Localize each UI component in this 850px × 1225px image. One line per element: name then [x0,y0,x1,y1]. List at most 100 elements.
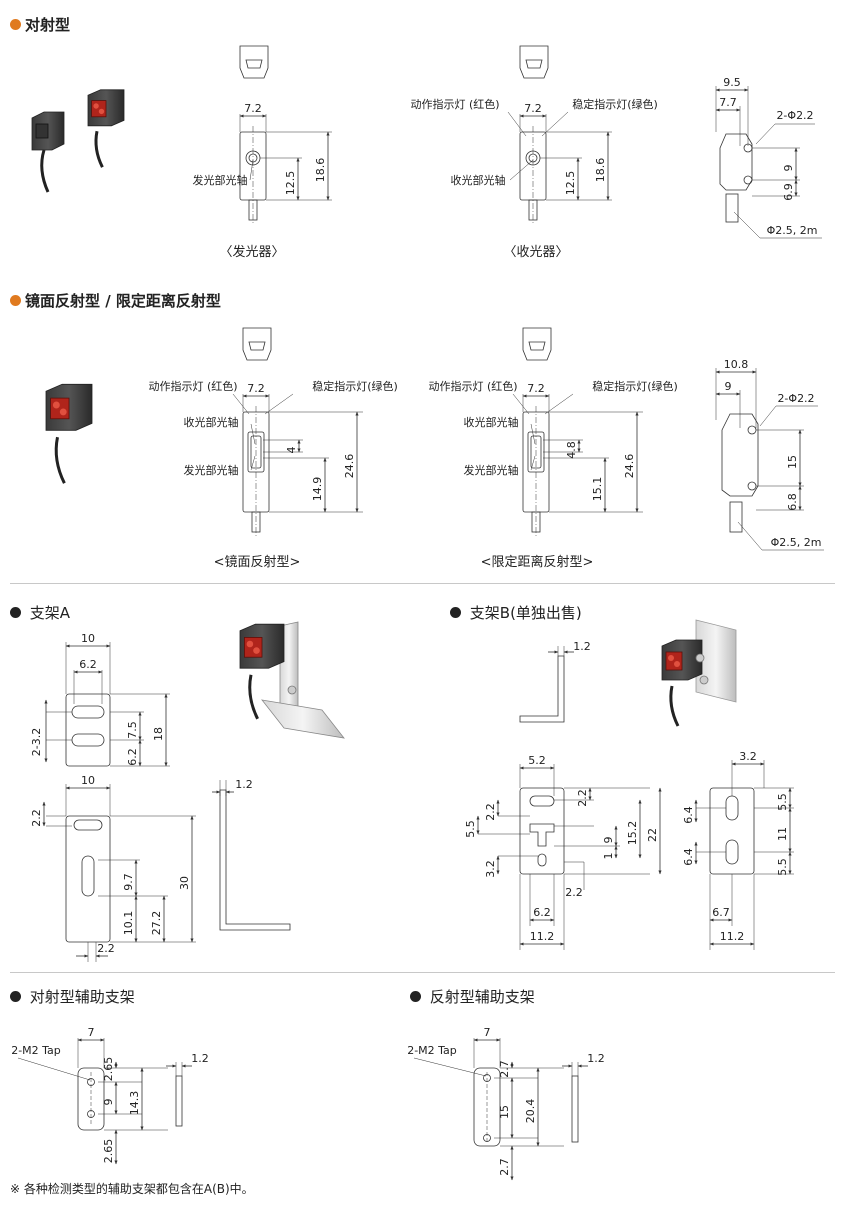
reflective-photo-lens-spot [52,401,60,409]
bracket-a-front-plate [65,815,111,943]
dim-label: 6.4 [682,848,695,866]
dim-label: 9 [782,165,795,172]
limited-window-inner [530,435,542,469]
leader-line [733,211,761,239]
mirror-window-inner [250,435,262,469]
dim-label: 11 [776,827,789,841]
emitter-lens-inner [248,153,258,163]
dim-label: 5.2 [528,754,546,767]
aux-through-bracket-side [175,1075,183,1127]
dim-label: 7.2 [244,102,262,115]
dim-label: 20.4 [524,1099,537,1124]
dim-label: 15.2 [626,821,639,846]
receiver-lens-inner [528,153,538,163]
dim-label: 18.6 [314,158,327,183]
label-cable: Φ2.5, 2m [771,536,822,549]
dim-label: 24.6 [343,454,356,479]
dim-label: 14.9 [311,477,324,502]
bullet-icon [10,991,21,1002]
bracket-a-slot [71,705,105,719]
reflective-photo-lens-spot [59,408,67,416]
receiver-photo-lens-spot [93,103,99,109]
bracket-a-photo-base [261,699,345,739]
dim-label: 9 [102,1099,115,1106]
dim-label: 15 [786,455,799,469]
bracket-b-slot [529,795,555,807]
leader-line [250,455,256,471]
bracket-a-photo-sensor-cable [248,674,259,720]
footnote: ※ 各种检测类型的辅助支架都包含在A(B)中。 [10,1182,254,1196]
aux-reflective-bracket [473,1067,501,1147]
leader-line [264,393,294,415]
dim-label: 11.2 [530,930,555,943]
mirror-label-recv-axis: 收光部光轴 [184,415,239,429]
dim-label: 10 [81,774,95,787]
bracket-b-photo-sensor-lens-spot [668,655,674,661]
emitter-cable [40,149,50,193]
dim-label: 1 [602,853,615,860]
section-bracket-b: 支架B(单独出售) [450,602,582,623]
limited-label-recv-axis: 收光部光轴 [464,415,519,429]
section-reflective: 镜面反射型 / 限定距离反射型 [10,290,221,311]
dim-label: 2.65 [102,1057,115,1082]
aux-through-bracket [77,1067,105,1131]
bracket-a-slot [73,819,103,831]
dim-label: 10.1 [122,911,135,936]
dim-label: 9 [725,380,732,393]
leader-line [413,1057,487,1077]
bullet-icon [10,607,21,618]
bracket-a-vslot [81,855,95,897]
aux-reflective-bracket-label-tap: 2-M2 Tap [407,1044,457,1057]
bracket-b-back-plate [709,787,755,875]
dim-label: 7.7 [719,96,737,109]
dim-label: 12.5 [564,171,577,196]
label-holes: 2-Φ2.2 [776,109,813,122]
side-hole [747,481,757,491]
dim-label: 6.7 [712,906,730,919]
emitter-photo-face [35,123,49,139]
dim-label: 7 [88,1026,95,1039]
leader-line [17,1057,91,1081]
divider [10,583,835,584]
dim-label: 6.2 [533,906,551,919]
dim-label: 6.2 [126,748,139,766]
leader-line [541,111,569,137]
leader-line [512,393,530,415]
dim-label: 3.2 [739,750,757,763]
bracket-b-photo-sensor-cable [669,685,680,727]
emitter-top-view [239,45,269,79]
dim-label: 4 [285,447,298,454]
dim-label: 2.2 [97,942,115,955]
dim-label: 4.8 [565,441,578,459]
leader-line [755,123,776,145]
divider [10,972,835,973]
leader-line [737,521,763,551]
dim-label: 2.7 [498,1060,511,1078]
dim-label: 2.2 [484,803,497,821]
bracket-b-side-view [519,655,565,723]
limited-top-view [522,327,552,361]
section-aux-through: 对射型辅助支架 [10,986,135,1007]
dim-label: 18 [152,727,165,741]
section-aux-reflective: 反射型辅助支架 [410,986,535,1007]
dim-label: 22 [646,828,659,842]
leader-line [759,405,777,427]
bracket-a-photo-screw [287,685,297,695]
leader-line [250,423,256,445]
bullet-icon [10,295,21,306]
dim-label: 6.9 [782,183,795,201]
limited-top-view-inner [528,341,546,351]
dim-label: 3.2 [484,860,497,878]
reflective-photo-cable [54,436,66,484]
leader-line [249,159,254,181]
dim-label: 24.6 [623,454,636,479]
dim-label: 9.7 [122,873,135,891]
dim-label: 5.5 [464,820,477,838]
dim-label: 6.8 [786,493,799,511]
through-side-view [719,133,753,191]
dim-label: 6.4 [682,806,695,824]
receiver-top-view-inner [525,59,543,69]
dim-label: 7.2 [527,382,545,395]
dim-label: 1.2 [235,778,253,791]
